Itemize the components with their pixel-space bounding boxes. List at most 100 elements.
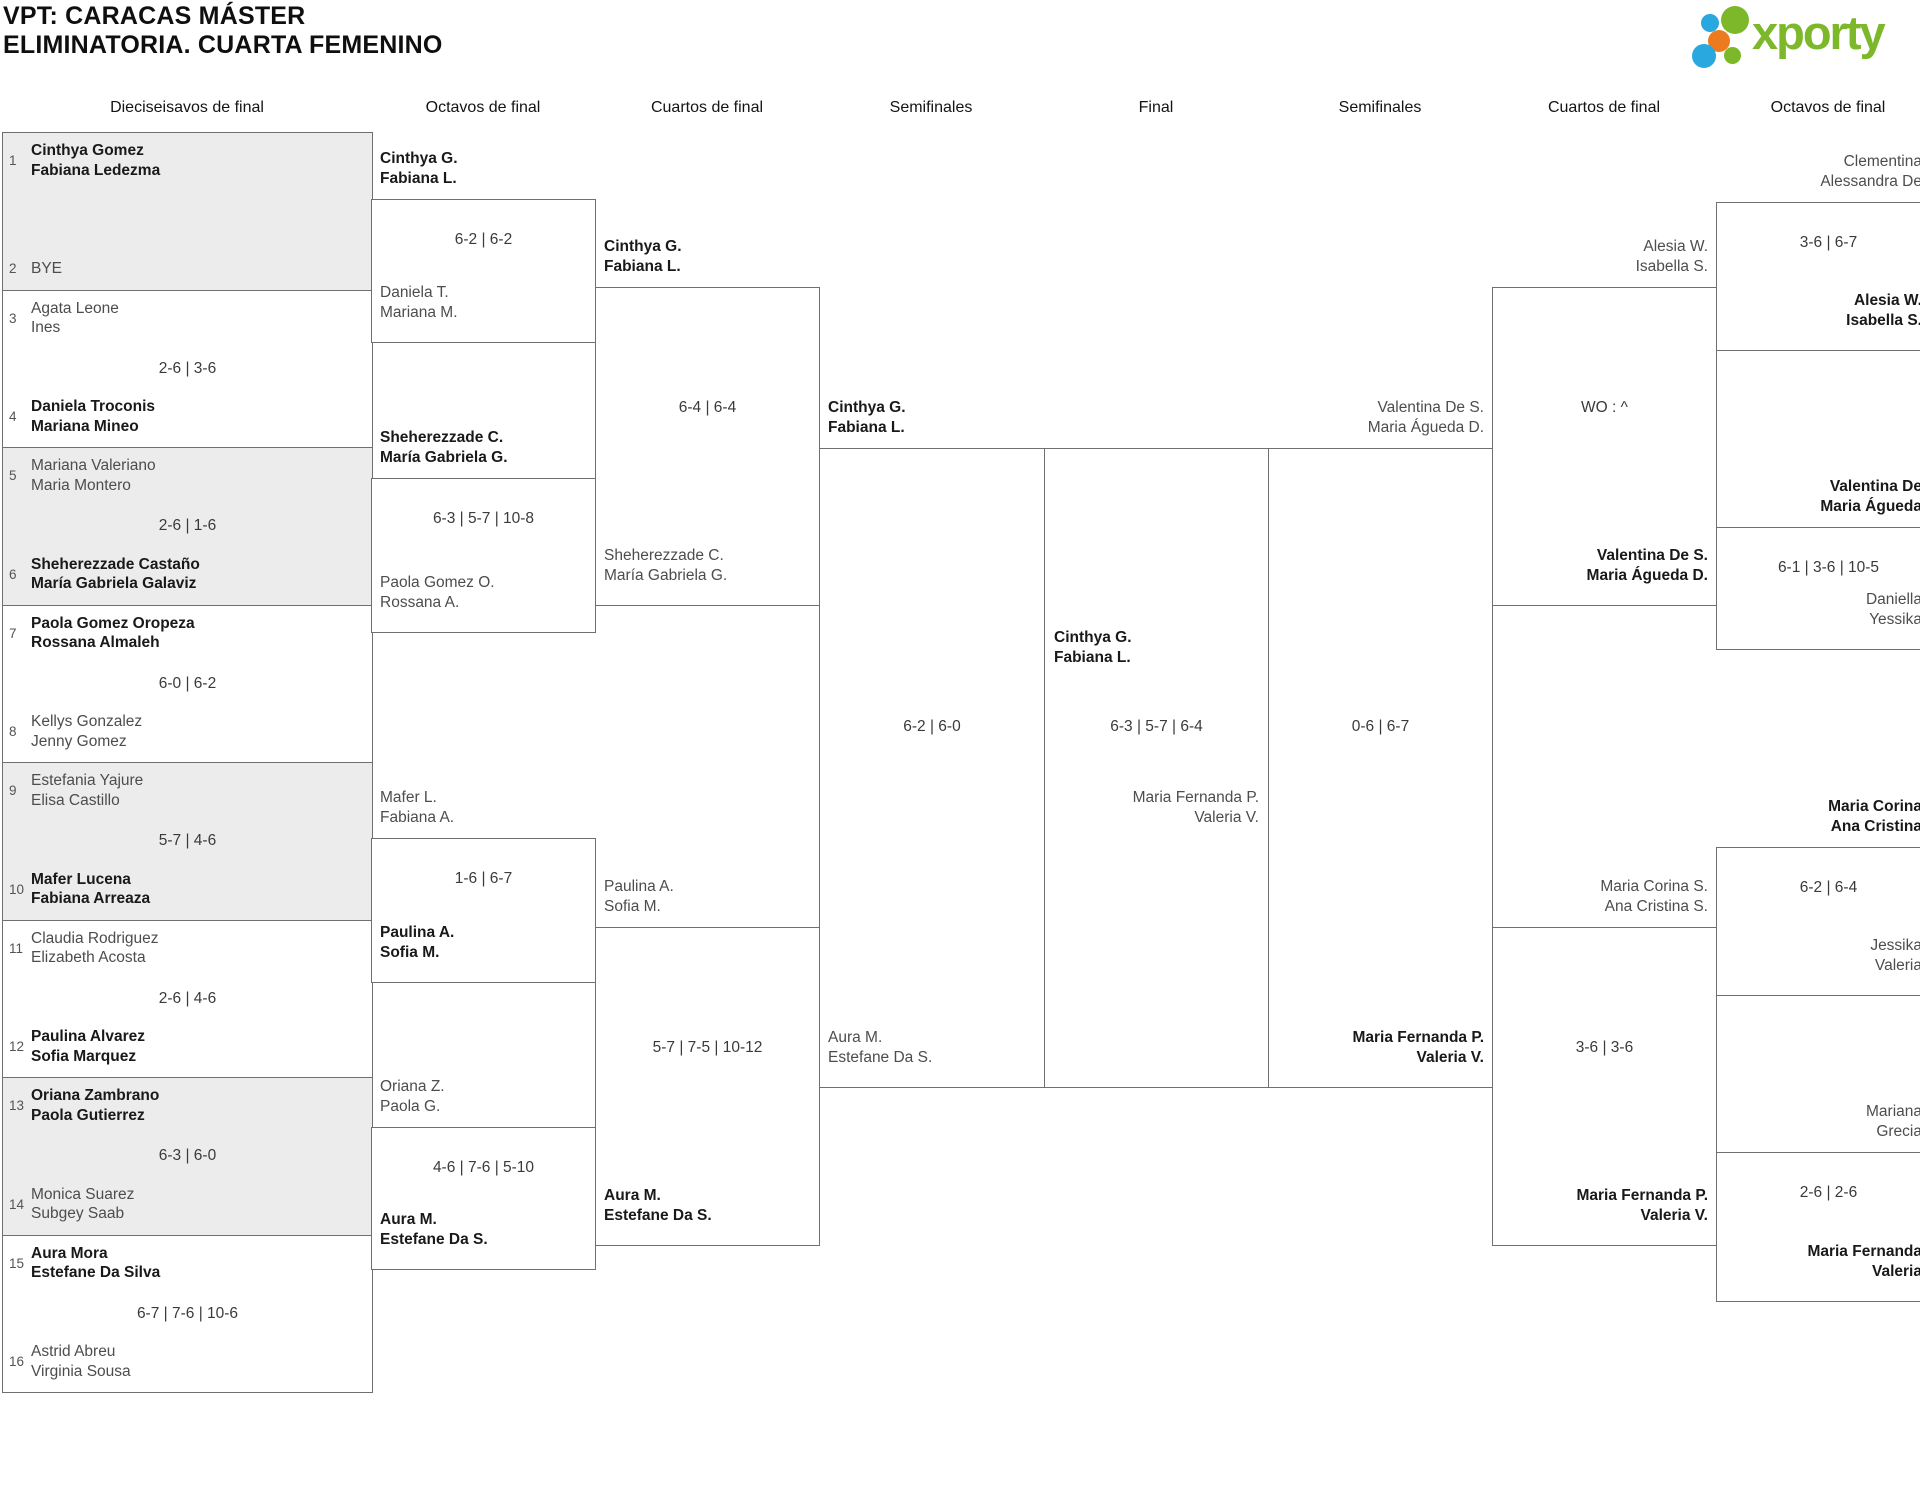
match-score: 2-6 | 1-6 — [158, 517, 217, 535]
match-box-cuartos-left-2: Paulina A. Sofia M. 5-7 | 7-5 | 10-12 Au… — [595, 878, 820, 1246]
match-box-cuartos-left-1: Cinthya G. Fabiana L. 6-4 | 6-4 Sheherez… — [595, 238, 820, 606]
match-box-r32-8: 15 Aura Mora Estefane Da Silva 6-7 | 7-6 … — [2, 1234, 373, 1393]
match-box-octavos-right-2: Valentina De Maria Águeda 6-1 | 3-6 | 10… — [1716, 478, 1920, 650]
team-bottom: Mafer Lucena Fabiana Arreaza — [31, 870, 151, 908]
team-bottom: Paulina Alvarez Sofia Marquez — [31, 1028, 146, 1065]
match-box-cuartos-right-1: Alesia W. Isabella S. WO : ^ Valentina D… — [1492, 238, 1717, 606]
team-top: Paola Gomez Oropeza Rossana Almaleh — [31, 614, 195, 652]
team-bottom: Daniela Troconis Mariana Mineo — [31, 398, 156, 435]
round-header-octavos-left: Octavos de final — [425, 99, 541, 116]
team-bottom: Monica Suarez Subgey Saab — [31, 1185, 135, 1223]
match-box-octavos-left-2: Sheherezzade C. María Gabriela G. 6-3 | … — [371, 429, 596, 633]
team-bottom: Aura M. Estefane Da S. — [604, 1187, 712, 1224]
match-box-semifinal-right: Valentina De S. Maria Águeda D. 0-6 | 6-… — [1268, 399, 1493, 1088]
match-score: 3-6 | 6-7 — [1799, 234, 1858, 251]
seed: 7 — [9, 625, 17, 641]
team-right: Maria Fernanda P. Valeria V. — [1132, 789, 1259, 826]
team-bottom: BYE — [31, 260, 63, 277]
match-score: 5-7 | 4-6 — [158, 832, 217, 850]
logo-dot-green-small-icon — [1724, 47, 1741, 64]
logo-dot-blue-large-icon — [1692, 44, 1716, 68]
match-score: 6-1 | 3-6 | 10-5 — [1777, 559, 1880, 576]
logo-dot-green-icon — [1721, 6, 1749, 34]
match-box-octavos-right-4: Mariana Grecia 2-6 | 2-6 Maria Fernanda … — [1716, 1103, 1920, 1302]
team-top: Mariana Grecia — [1866, 1103, 1920, 1140]
team-top: Cinthya Gomez Fabiana Ledezma — [31, 142, 161, 179]
seed: 5 — [9, 468, 17, 483]
team-top: Maria Corina S. Ana Cristina S. — [1600, 878, 1708, 915]
seed: 15 — [9, 1255, 25, 1271]
team-top: Sheherezzade C. María Gabriela G. — [380, 429, 508, 466]
logo-dot-orange-icon — [1708, 30, 1730, 52]
round-header-dieciseisavos: Dieciseisavos de final — [110, 99, 264, 116]
match-box-r32-6: 11 Claudia Rodriguez Elizabeth Acosta 2-6… — [2, 919, 373, 1078]
round-header-cuartos-left: Cuartos de final — [650, 99, 764, 116]
seed: 11 — [9, 940, 24, 956]
round-header-semifinales-right: Semifinales — [1338, 99, 1422, 116]
team-bottom: Astrid Abreu Virginia Sousa — [31, 1343, 131, 1380]
round-header-cuartos-right: Cuartos de final — [1547, 99, 1661, 116]
team-bottom: Valentina De S. Maria Águeda D. — [1586, 547, 1708, 584]
match-box-octavos-right-3: Maria Corina Ana Cristina 6-2 | 6-4 Jess… — [1716, 798, 1920, 996]
match-box-r32-5: 9 Estefania Yajure Elisa Castillo 5-7 | 4… — [2, 762, 373, 921]
team-bottom: Maria Fernanda P. Valeria V. — [1352, 1029, 1484, 1066]
team-bottom: Kellys Gonzalez Jenny Gomez — [31, 713, 143, 750]
team-top: Clementina Alessandra De — [1820, 153, 1920, 190]
seed: 3 — [9, 310, 17, 326]
team-top: Claudia Rodriguez Elizabeth Acosta — [31, 929, 159, 967]
match-score: 6-4 | 6-4 — [678, 399, 737, 416]
logo-dot-blue-icon — [1701, 14, 1719, 32]
team-top: Paulina A. Sofia M. — [604, 878, 674, 915]
match-score: 3-6 | 3-6 — [1575, 1039, 1634, 1056]
draw-name: ELIMINATORIA. CUARTA FEMENINO — [3, 31, 443, 59]
seed: 14 — [9, 1196, 25, 1212]
match-score: 6-3 | 5-7 | 6-4 — [1110, 718, 1203, 735]
match-score: 4-6 | 7-6 | 5-10 — [432, 1159, 535, 1176]
team-bottom: Jessika Valeria — [1870, 937, 1920, 974]
match-score: 0-6 | 6-7 — [1351, 718, 1410, 735]
tournament-name: VPT: CARACAS MÁSTER — [3, 2, 306, 30]
team-bottom: Maria Fernanda Valeria — [1807, 1243, 1920, 1280]
seed: 8 — [9, 724, 17, 739]
team-top: Estefania Yajure Elisa Castillo — [31, 772, 144, 809]
round-header-semifinales-left: Semifinales — [889, 99, 973, 116]
seed: 4 — [9, 409, 17, 424]
team-bottom: Paola Gomez O. Rossana A. — [380, 574, 495, 611]
xporty-logo[interactable]: xporty — [1688, 2, 1920, 70]
team-bottom: Paulina A. Sofia M. — [380, 924, 455, 961]
team-top: Mafer L. Fabiana A. — [380, 789, 455, 826]
team-bottom: Maria Fernanda P. Valeria V. — [1576, 1187, 1708, 1224]
team-top: Alesia W. Isabella S. — [1635, 238, 1708, 275]
seed: 13 — [9, 1098, 25, 1113]
match-box-final: Cinthya G. Fabiana L. 6-3 | 5-7 | 6-4 Ma… — [1044, 448, 1269, 1088]
team-bottom: Sheherezzade Castaño María Gabriela Gala… — [31, 555, 200, 593]
match-score: 6-3 | 6-0 — [158, 1147, 217, 1165]
match-score: 2-6 | 3-6 — [158, 359, 217, 377]
seed: 6 — [9, 566, 17, 582]
team-top: Cinthya G. Fabiana L. — [380, 150, 458, 187]
team-bottom: Aura M. Estefane Da S. — [828, 1029, 933, 1066]
team-top: Agata Leone Ines — [31, 299, 119, 337]
match-score: 6-2 | 6-0 — [903, 718, 961, 735]
match-box-cuartos-right-2: Maria Corina S. Ana Cristina S. 3-6 | 3-… — [1492, 878, 1717, 1246]
team-bottom: Alesia W. Isabella S. — [1846, 292, 1920, 329]
match-score: 6-7 | 7-6 | 10-6 — [136, 1304, 239, 1322]
seed: 10 — [9, 881, 25, 897]
seed: 9 — [9, 783, 17, 798]
match-score: 6-0 | 6-2 — [158, 674, 217, 692]
team-top: Oriana Z. Paola G. — [380, 1078, 445, 1115]
round-header-octavos-right: Octavos de final — [1770, 99, 1886, 116]
team-top: Aura Mora Estefane Da Silva — [31, 1244, 161, 1282]
match-score: 6-2 | 6-2 — [454, 231, 513, 248]
team-top: Valentina De S. Maria Águeda D. — [1367, 399, 1484, 436]
match-score: 2-6 | 4-6 — [158, 989, 217, 1007]
match-box-r32-4: 7 Paola Gomez Oropeza Rossana Almaleh 6-0… — [2, 604, 373, 763]
match-box-octavos-left-1: Cinthya G. Fabiana L. 6-2 | 6-2 Daniela … — [371, 150, 596, 343]
seed: 1 — [9, 153, 17, 168]
match-score: 2-6 | 2-6 — [1799, 1184, 1858, 1201]
seed: 16 — [9, 1354, 25, 1369]
page-title: VPT: CARACAS MÁSTER ELIMINATORIA. CUARTA… — [3, 2, 443, 60]
match-box-octavos-right-1: Clementina Alessandra De 3-6 | 6-7 Alesi… — [1716, 153, 1920, 351]
